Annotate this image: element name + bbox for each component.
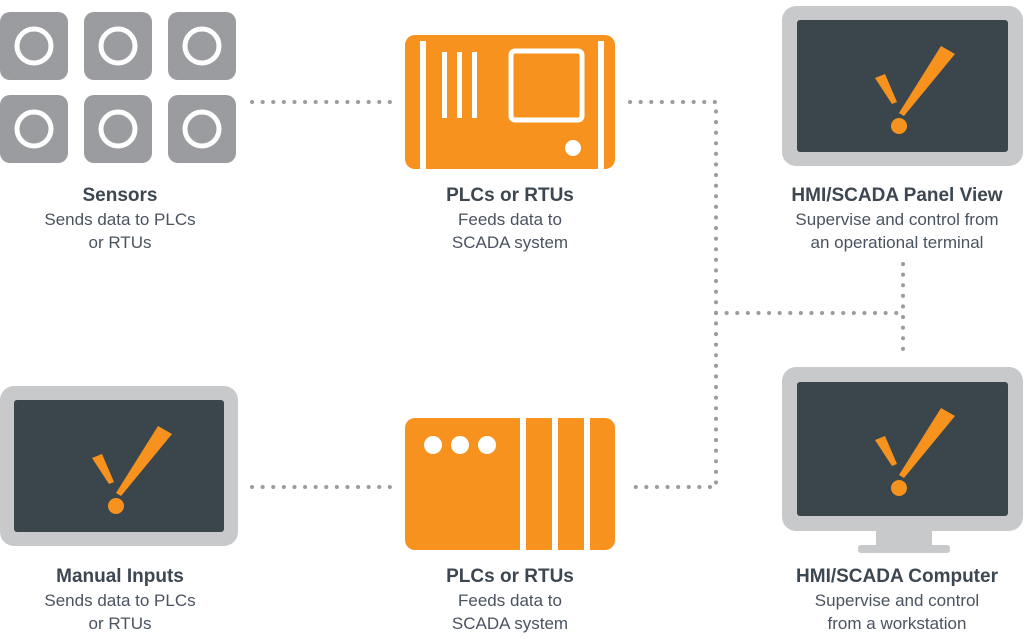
sensor-icon (0, 95, 68, 163)
plc-top-description: Feeds data to SCADA system (405, 208, 615, 254)
sensors-description: Sends data to PLCs or RTUs (0, 208, 240, 254)
computer-desc-line: from a workstation (827, 614, 967, 633)
sensors-desc-line: or RTUs (88, 233, 152, 252)
plc-bottom-desc-line: SCADA system (451, 614, 569, 633)
manual-inputs-desc-line: Sends data to PLCs (44, 591, 196, 610)
panel-screen-icon (782, 6, 1023, 166)
computer-description: Supervise and control from a workstation (770, 589, 1024, 635)
sensor-icon (168, 12, 236, 80)
sensor-grid-icon (0, 12, 236, 163)
plc-bottom-description: Feeds data to SCADA system (405, 589, 615, 635)
manual-inputs-title: Manual Inputs (56, 566, 184, 587)
rtu-icon (405, 418, 615, 550)
panel-view-description: Supervise and control from an operationa… (770, 208, 1024, 254)
plc-top-desc-line: SCADA system (451, 233, 569, 252)
connector-plc-top-hub (628, 100, 718, 489)
sensors-desc-line: Sends data to PLCs (44, 210, 196, 229)
panel-view-desc-line: Supervise and control from (795, 210, 999, 229)
panel-view-caption: HMI/SCADA Panel View Supervise and contr… (770, 184, 1024, 254)
plc-bottom-desc-line: Feeds data to (458, 591, 562, 610)
panel-view-desc-line: an operational terminal (810, 233, 984, 252)
sensors-title: Sensors (82, 185, 158, 206)
sensor-icon (0, 12, 68, 80)
panel-view-title: HMI/SCADA Panel View (791, 185, 1003, 206)
computer-desc-line: Supervise and control (814, 591, 980, 610)
plc-bottom-title: PLCs or RTUs (446, 566, 574, 587)
sensor-icon (84, 12, 152, 80)
plc-bottom-caption: PLCs or RTUs Feeds data to SCADA system (405, 565, 615, 635)
sensor-icon (84, 95, 152, 163)
sensor-icon (168, 95, 236, 163)
plc-top-title: PLCs or RTUs (446, 185, 574, 206)
connector-lines (250, 100, 905, 489)
computer-title: HMI/SCADA Computer (796, 566, 998, 587)
manual-inputs-description: Sends data to PLCs or RTUs (0, 589, 240, 635)
manual-inputs-desc-line: or RTUs (88, 614, 152, 633)
computer-caption: HMI/SCADA Computer Supervise and control… (770, 565, 1024, 635)
manual-inputs-caption: Manual Inputs Sends data to PLCs or RTUs (0, 565, 240, 635)
monitor-icon (0, 386, 238, 546)
plc-top-caption: PLCs or RTUs Feeds data to SCADA system (405, 184, 615, 254)
sensors-caption: Sensors Sends data to PLCs or RTUs (0, 184, 240, 254)
computer-monitor-icon (782, 367, 1023, 553)
plc-icon (405, 35, 615, 169)
plc-top-desc-line: Feeds data to (458, 210, 562, 229)
